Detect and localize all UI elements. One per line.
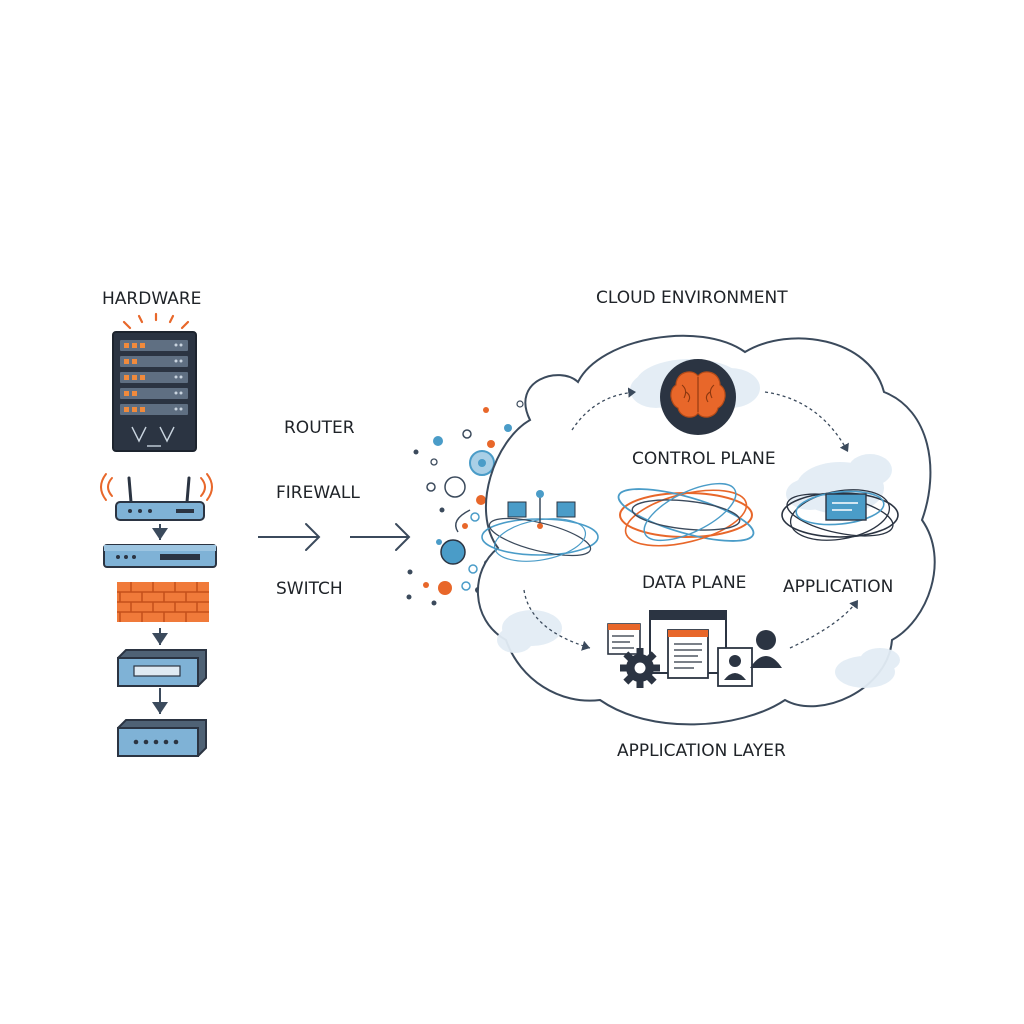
wifi-router-icon bbox=[100, 473, 213, 521]
application-orbit-icon bbox=[781, 489, 899, 541]
cloud-environment-label: CLOUD ENVIRONMENT bbox=[596, 288, 788, 308]
network-switch-icon bbox=[103, 544, 217, 568]
modem-icon bbox=[117, 649, 207, 687]
data-plane-orbit bbox=[617, 482, 755, 547]
control-plane-label: CONTROL PLANE bbox=[632, 449, 776, 469]
orbit-icon bbox=[481, 490, 599, 562]
server-rack-icon bbox=[112, 312, 197, 452]
modem-icon bbox=[117, 719, 207, 757]
hardware-label: HARDWARE bbox=[102, 289, 202, 309]
application-layer-label: APPLICATION LAYER bbox=[617, 741, 786, 761]
user-profile-card-icon bbox=[717, 647, 753, 687]
application-label: APPLICATION bbox=[783, 577, 894, 597]
firewall-brick-icon bbox=[117, 582, 209, 622]
user-icon bbox=[750, 630, 782, 668]
router-label: ROUTER bbox=[284, 418, 355, 438]
firewall-label: FIREWALL bbox=[276, 483, 360, 503]
data-plane-label: DATA PLANE bbox=[642, 573, 747, 593]
switch-label: SWITCH bbox=[276, 579, 343, 599]
document-icon bbox=[667, 629, 709, 679]
brain-icon bbox=[660, 359, 736, 435]
gear-icon bbox=[620, 648, 660, 688]
